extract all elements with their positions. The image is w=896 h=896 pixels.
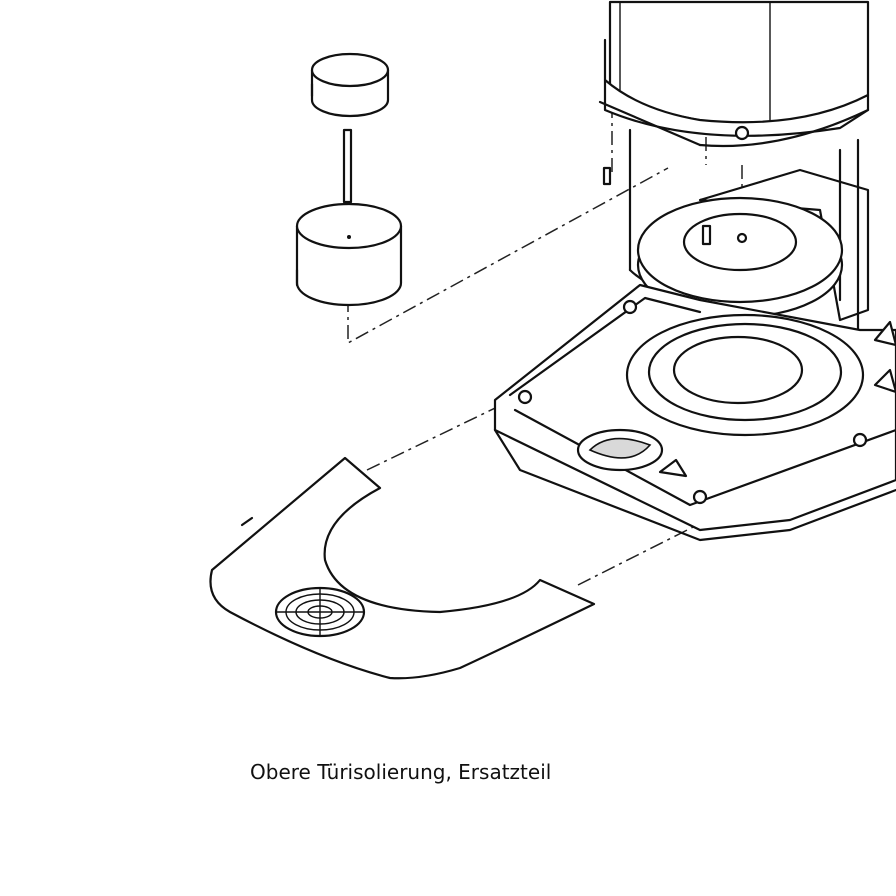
door-insulation-pad xyxy=(209,456,596,680)
warning-triangle-icon xyxy=(658,320,896,478)
cylinder-weight-top xyxy=(310,52,390,118)
fan-grille-icon xyxy=(274,586,366,638)
connecting-rod xyxy=(342,128,353,204)
base-plate xyxy=(493,283,896,542)
caption: Obere Türisolierung, Ersatzteil xyxy=(250,760,552,784)
grinder-unit xyxy=(598,0,870,422)
cylinder-weight-bottom xyxy=(295,202,403,307)
screw xyxy=(602,166,712,246)
